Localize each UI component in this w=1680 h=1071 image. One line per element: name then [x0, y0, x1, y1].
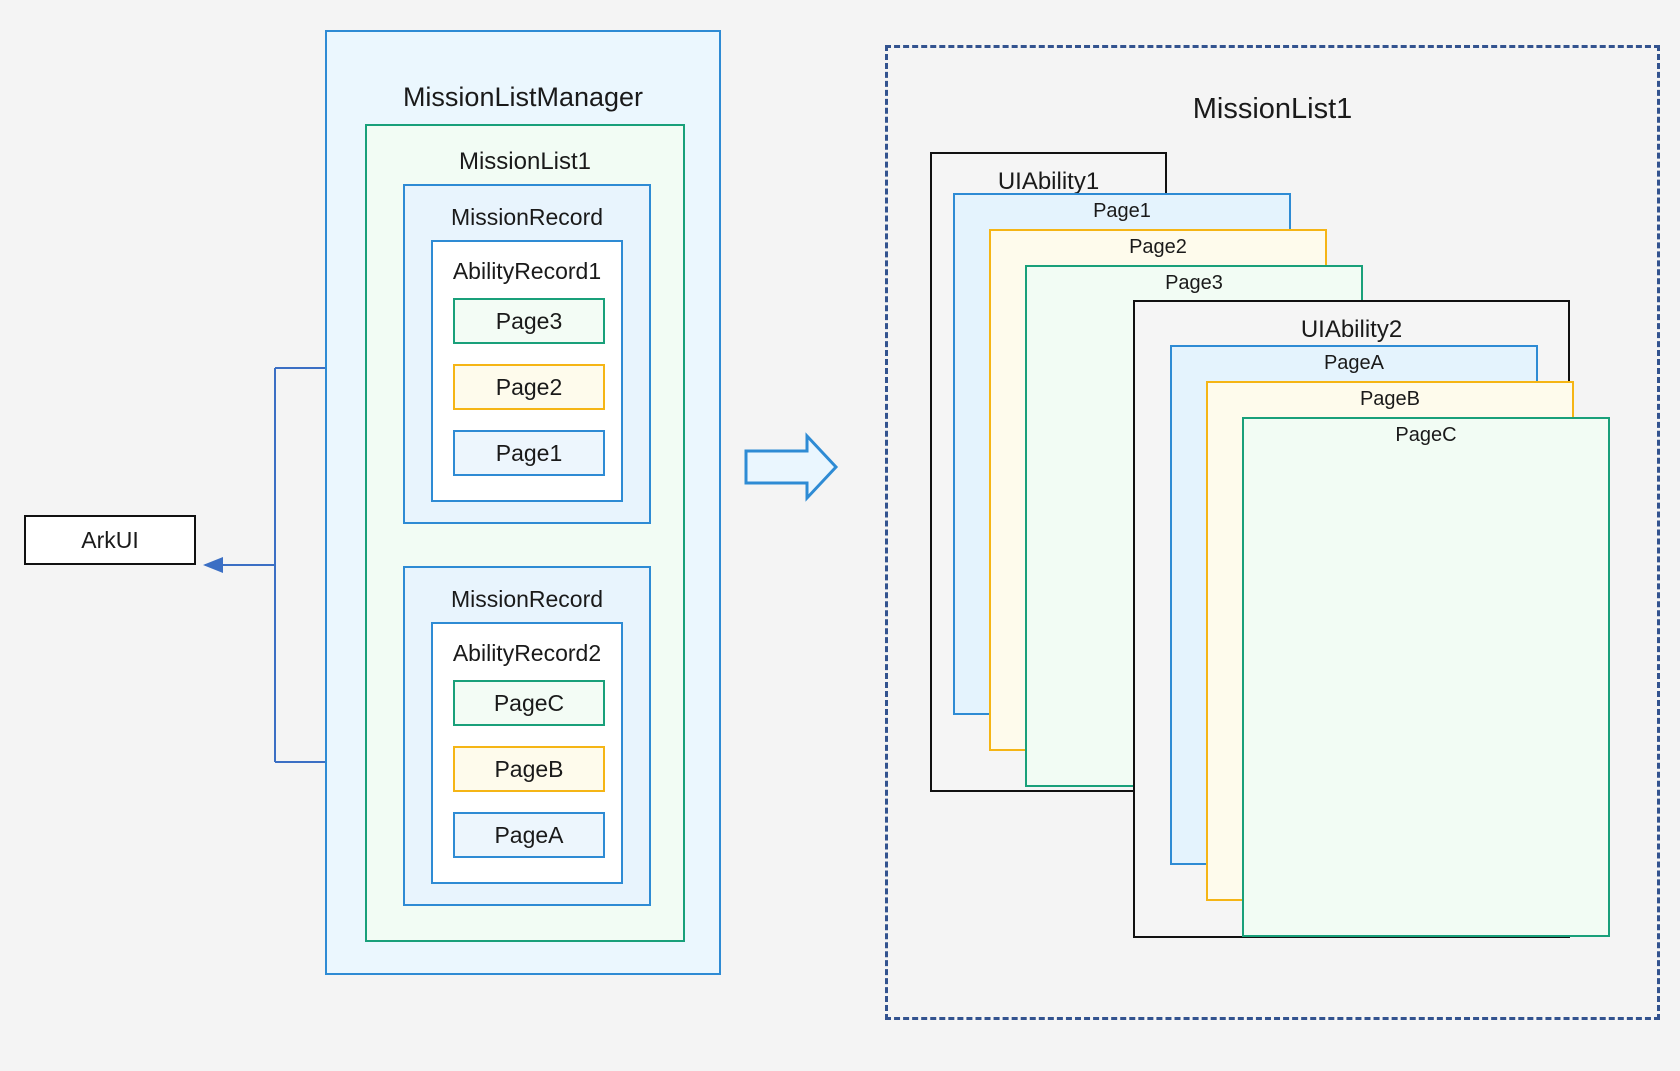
mission-list-dashed-panel[interactable]: MissionList1 [885, 45, 1660, 1020]
mission-list-box[interactable]: MissionList1 MissionRecord AbilityRecord… [365, 124, 685, 942]
page-chip-page1[interactable]: Page1 [453, 430, 605, 476]
mission-record-1[interactable]: MissionRecord AbilityRecord1 Page3 Page2… [403, 184, 651, 524]
ability-record-1-label: AbilityRecord1 [452, 258, 602, 284]
page-window-pageb-label: PageB [1359, 388, 1421, 410]
mission-list-right-label: MissionList1 [1192, 93, 1353, 125]
uiability-1-label: UIAbility1 [997, 168, 1100, 195]
arkui-node[interactable]: ArkUI [24, 515, 196, 565]
mission-list-label: MissionList1 [458, 148, 592, 175]
right-arrow-icon [744, 432, 839, 502]
page-chip-pageb[interactable]: PageB [453, 746, 605, 792]
page-window-pagec-label: PageC [1395, 424, 1457, 446]
mission-record-2[interactable]: MissionRecord AbilityRecord2 PageC PageB… [403, 566, 651, 906]
page-window-pagea-label: PageA [1323, 352, 1385, 374]
page-chip-pagec[interactable]: PageC [453, 680, 605, 726]
uiability-2-label: UIAbility2 [1300, 316, 1403, 343]
mission-record-2-label: MissionRecord [450, 586, 604, 612]
page-chip-pagea[interactable]: PageA [453, 812, 605, 858]
page-chip-page2[interactable]: Page2 [453, 364, 605, 410]
mission-record-1-label: MissionRecord [450, 204, 604, 230]
page-window-page3-label: Page3 [1165, 272, 1223, 294]
mission-list-manager-box[interactable]: MissionListManager MissionList1 MissionR… [325, 30, 721, 975]
mission-list-manager-label: MissionListManager [402, 82, 644, 112]
page-chip-page3[interactable]: Page3 [453, 298, 605, 344]
page-window-pagec[interactable]: PageC [1242, 417, 1610, 937]
ability-record-1[interactable]: AbilityRecord1 Page3 Page2 Page1 [431, 240, 623, 502]
ability-record-2-label: AbilityRecord2 [452, 640, 602, 666]
ability-record-2[interactable]: AbilityRecord2 PageC PageB PageA [431, 622, 623, 884]
page-window-page1-label: Page1 [1093, 200, 1151, 222]
page-window-page2-label: Page2 [1129, 236, 1187, 258]
